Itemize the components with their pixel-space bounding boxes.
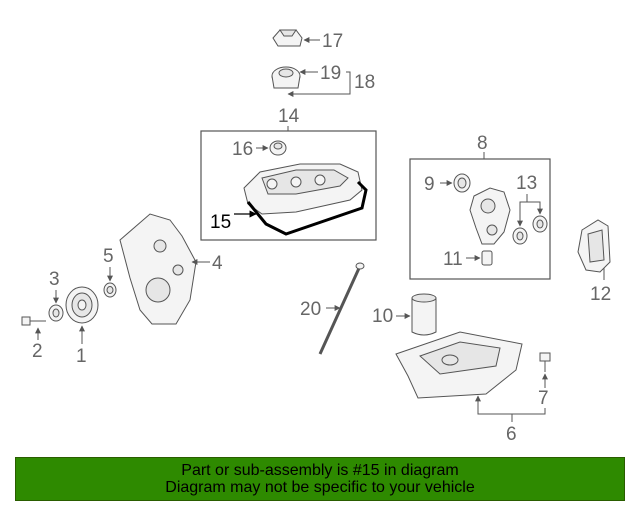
parts-diagram: 17 19 18 14 16 15 8 9	[21, 29, 611, 445]
part-5-seal	[103, 282, 117, 298]
callout-3[interactable]: 3	[49, 269, 60, 290]
callout-20[interactable]: 20	[300, 299, 321, 320]
banner-line-2: Diagram may not be specific to your vehi…	[165, 479, 475, 496]
leader-6-bracket	[477, 396, 546, 415]
part-10-oil-filter	[411, 293, 437, 336]
part-19-cap-assembly	[271, 66, 301, 89]
callout-14[interactable]: 14	[278, 106, 300, 127]
callout-7[interactable]: 7	[538, 388, 549, 409]
callout-11[interactable]: 11	[443, 249, 463, 270]
part-12-oil-cooler	[577, 219, 611, 280]
part-4-timing-cover	[119, 213, 197, 325]
part-valve-cover	[243, 163, 363, 215]
callout-15[interactable]: 15	[210, 212, 231, 233]
part-17-cap	[272, 29, 303, 47]
callout-5[interactable]: 5	[103, 246, 114, 267]
part-7-bolt	[539, 352, 551, 372]
leader-18	[287, 71, 351, 97]
part-13-seals	[512, 215, 548, 245]
part-1-pulley	[65, 286, 99, 324]
part-3-washer	[48, 304, 64, 322]
part-11	[481, 250, 493, 266]
callout-13[interactable]: 13	[516, 173, 537, 194]
leader-13b	[527, 201, 543, 215]
group-box-14	[200, 130, 377, 241]
callout-18[interactable]: 18	[354, 72, 375, 93]
leader-13a	[517, 194, 528, 227]
group-box-8	[409, 158, 551, 280]
part-housing	[469, 187, 511, 245]
callout-10[interactable]: 10	[372, 306, 393, 327]
callout-2[interactable]: 2	[32, 341, 43, 362]
callout-1[interactable]: 1	[76, 346, 87, 367]
callout-12[interactable]: 12	[590, 284, 611, 305]
banner-line-1: Part or sub-assembly is #15 in diagram	[181, 462, 459, 479]
part-info-banner: Part or sub-assembly is #15 in diagram D…	[15, 457, 625, 501]
callout-16[interactable]: 16	[232, 139, 253, 160]
part-16-grommet	[269, 140, 287, 156]
part-9-seal	[453, 173, 471, 193]
callout-8[interactable]: 8	[477, 133, 488, 154]
callout-6[interactable]: 6	[506, 424, 517, 445]
callout-19[interactable]: 19	[320, 63, 341, 84]
part-15-gasket	[246, 180, 368, 236]
callout-4[interactable]: 4	[212, 253, 223, 274]
callout-17[interactable]: 17	[322, 31, 343, 52]
callout-9[interactable]: 9	[424, 174, 435, 195]
part-oil-pan	[395, 331, 523, 399]
part-2-bolt	[21, 316, 46, 326]
